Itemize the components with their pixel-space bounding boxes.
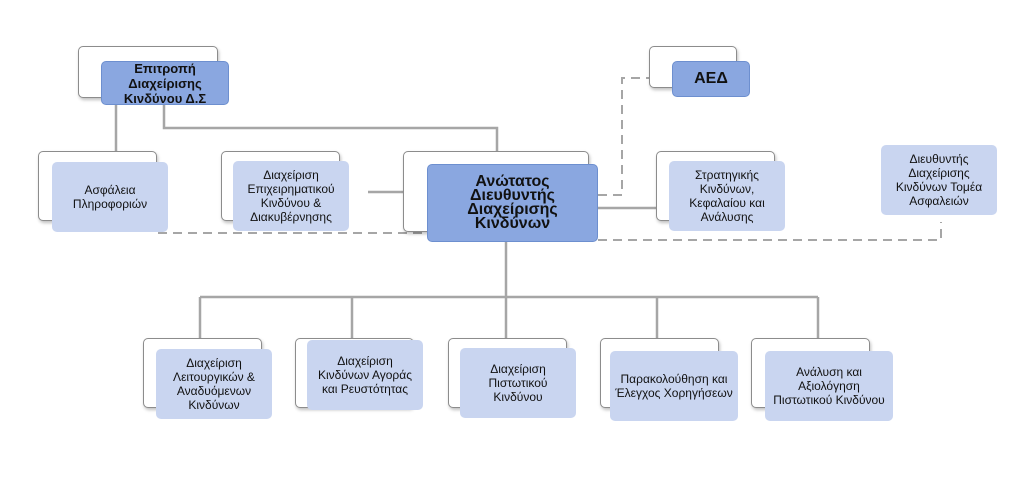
risk-committee-label: Επιτροπή Διαχείρισης Κινδύνου Δ.Σ xyxy=(101,61,229,106)
business-risk-label: Διαχείριση Επιχειρηματικού Κινδύνου & Δι… xyxy=(233,161,349,231)
insurance-risk-director-label: Διευθυντής Διαχείρισης Κινδύνων Τομέα Ασ… xyxy=(881,145,997,215)
operational-risk-label: Διαχείριση Λειτουργικών & Αναδυόμενων Κι… xyxy=(156,349,272,419)
credit-monitoring-label: Παρακολούθηση και Έλεγχος Χορηγήσεων xyxy=(610,351,738,421)
dashed-connector-aed xyxy=(598,77,650,196)
market-liquidity-risk-label: Διαχείριση Κινδύνων Αγοράς και Ρευστότητ… xyxy=(307,340,423,410)
credit-risk-analysis-label: Ανάλυση και Αξιολόγηση Πιστωτικού Κινδύν… xyxy=(765,351,893,421)
connector-committee-cro xyxy=(162,105,499,152)
cro-label: Ανώτατος Διευθυντής Διαχείρισης Κινδύνων xyxy=(427,164,598,242)
credit-risk-management-label: Διαχείριση Πιστωτικού Κινδύνου xyxy=(460,348,576,418)
strategic-risk-label: Στρατηγικής Κινδύνων, Κεφαλαίου και Ανάλ… xyxy=(669,161,785,231)
info-security-label: Ασφάλεια Πληροφοριών xyxy=(52,162,168,232)
aed-label: ΑΕΔ xyxy=(672,61,750,97)
